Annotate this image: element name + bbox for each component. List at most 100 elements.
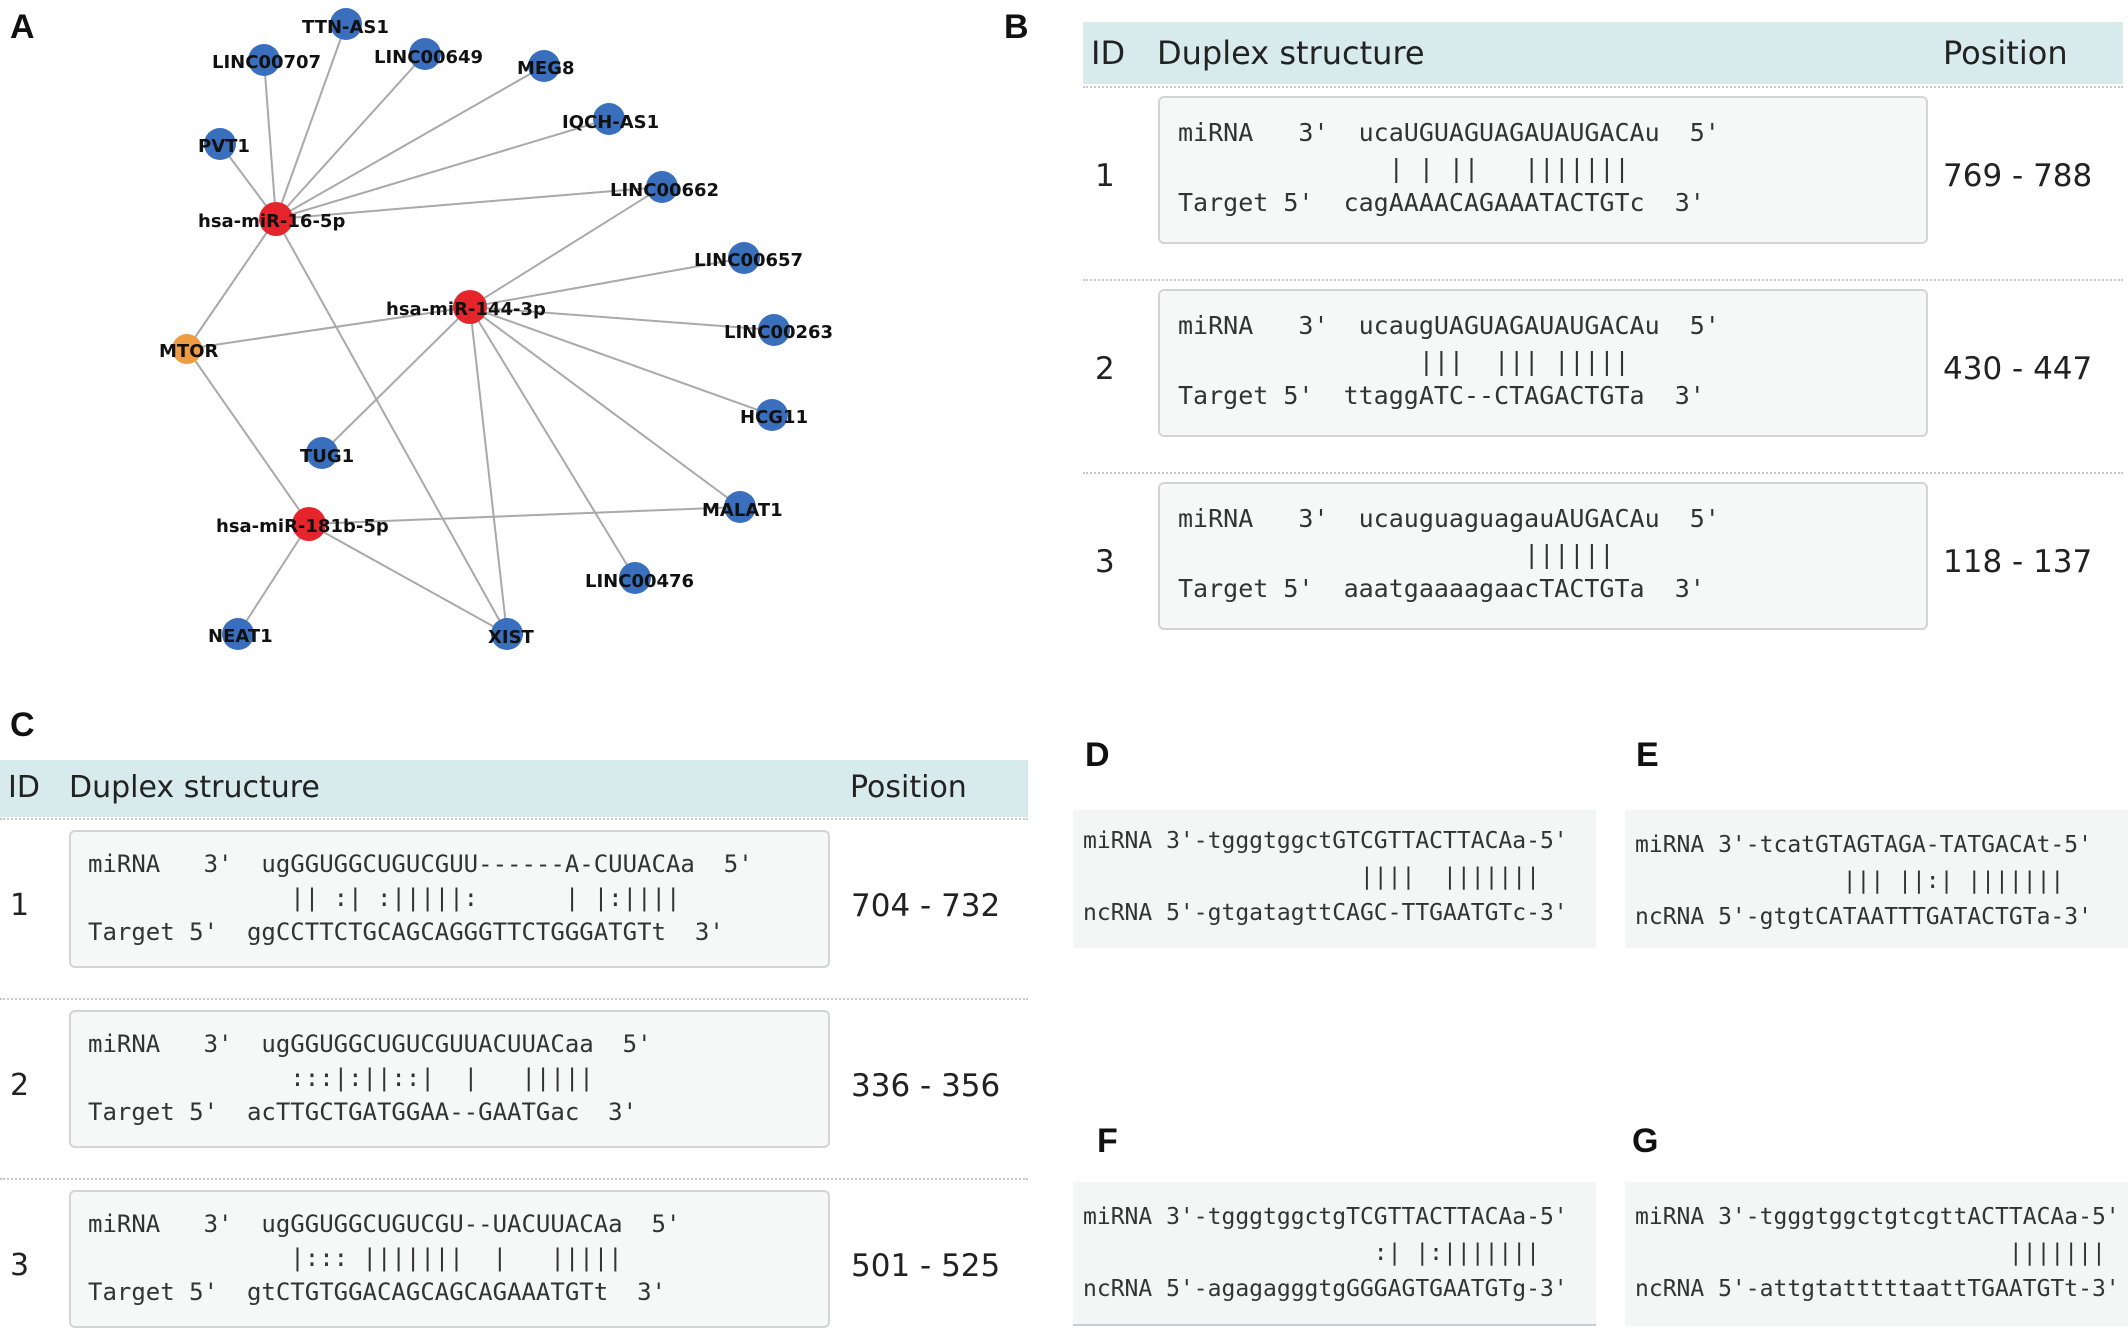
network-node-lncrna (756, 399, 788, 431)
network-node-lncrna (758, 314, 790, 346)
pairing-line: ||| ||| ||||| (1178, 347, 1630, 376)
network-node-label: LINC00657 (694, 250, 803, 271)
header-position: Position (850, 770, 967, 805)
target-sequence: Target 5' aaatgaaaagaacTACTGTa 3' (1178, 574, 1705, 603)
mirna-sequence: miRNA 3'-tgggtggctGTCGTTACTTACAa-5' (1083, 828, 1568, 854)
row-separator (1083, 86, 2123, 88)
network-node-label: LINC00662 (610, 180, 719, 201)
row-id: 2 (10, 1068, 30, 1103)
row-id: 1 (10, 888, 30, 923)
target-sequence: Target 5' ttaggATC--CTAGACTGTa 3' (1178, 381, 1705, 410)
row-position: 430 - 447 (1943, 351, 2093, 387)
duplex-box: miRNA 3' ugGGUGGCUGUCGU--UACUUACAa 5' |:… (69, 1190, 830, 1328)
duplex-box: miRNA 3' ucauguaguagauAUGACAu 5' ||||||T… (1158, 482, 1928, 630)
network-edge (469, 306, 775, 331)
mirna-sequence: miRNA 3' ugGGUGGCUGUCGUUACUUACaa 5' (88, 1030, 652, 1058)
network-edge (186, 348, 310, 525)
network-node-lncrna (204, 128, 236, 160)
row-separator (0, 818, 1028, 820)
row-separator (0, 998, 1028, 1000)
network-edge (469, 306, 741, 508)
panel-label-g: G (1632, 1122, 1659, 1160)
mirna-sequence: miRNA 3'-tcatGTAGTAGA-TATGACAt-5' (1635, 832, 2092, 858)
network-edge (469, 306, 508, 635)
row-id: 3 (1095, 544, 1115, 580)
duplex-panel-g: miRNA 3'-tgggtggctgtcgttACTTACAa-5' ||||… (1625, 1182, 2128, 1326)
network-node-label: PVT1 (198, 136, 250, 157)
network-edge (275, 186, 663, 220)
network-edge (308, 523, 508, 635)
panel-label-d: D (1085, 736, 1110, 774)
target-sequence: Target 5' acTTGCTGATGGAA--GAATGac 3' (88, 1098, 638, 1126)
target-sequence: Target 5' ggCCTTCTGCAGCAGGGTTCTGGGATGTt … (88, 918, 724, 946)
network-edge (186, 306, 471, 350)
network-node-lncrna (528, 50, 560, 82)
network-node-label: MALAT1 (702, 500, 783, 521)
header-id: ID (1091, 34, 1126, 72)
network-edges (186, 23, 775, 635)
mirna-sequence: miRNA 3'-tgggtggctgtcgttACTTACAa-5' (1635, 1204, 2120, 1230)
row-separator (1083, 472, 2123, 474)
panel-label-c: C (10, 706, 35, 744)
network-node-lncrna (619, 562, 651, 594)
header-duplex: Duplex structure (1157, 34, 1425, 72)
network-edge (275, 53, 426, 220)
network-edge (469, 257, 745, 308)
network-node-label: hsa-miR-181b-5p (216, 516, 389, 537)
panel-label-f: F (1097, 1122, 1118, 1160)
network-node-label: NEAT1 (208, 626, 273, 647)
pairing-line: |||| ||||||| (1083, 864, 1540, 890)
network-edge (186, 218, 277, 350)
network-node-lncrna (728, 242, 760, 274)
network-edge (275, 218, 508, 635)
mirna-sequence: miRNA 3' ucaugUAGUAGAUAUGACAu 5' (1178, 311, 1720, 340)
network-node-mirna (292, 507, 326, 541)
network-node-mirna (259, 202, 293, 236)
network-node-label: LINC00649 (374, 47, 483, 68)
mirna-sequence: miRNA 3' ugGGUGGCUGUCGUU------A-CUUACAa … (88, 850, 753, 878)
network-node-label: LINC00263 (724, 322, 833, 343)
pairing-line: ||||||| (1635, 1240, 2106, 1266)
row-id: 2 (1095, 351, 1115, 387)
network-node-gene (172, 334, 202, 364)
network-node-label: hsa-miR-144-3p (386, 299, 546, 320)
mirna-sequence: miRNA 3'-tgggtggctgTCGTTACTTACAa-5' (1083, 1204, 1568, 1230)
mirna-sequence: miRNA 3' ucaUGUAGUAGAUAUGACAu 5' (1178, 118, 1720, 147)
network-edge (469, 186, 663, 308)
mirna-sequence: miRNA 3' ugGGUGGCUGUCGU--UACUUACAa 5' (88, 1210, 681, 1238)
ncrna-sequence: ncRNA 5'-attgtatttttaattTGAATGTt-3' (1635, 1276, 2120, 1302)
panel-label-b: B (1004, 8, 1029, 46)
duplex-panel-d: miRNA 3'-tgggtggctGTCGTTACTTACAa-5' ||||… (1073, 810, 1596, 948)
network-node-mirna (453, 290, 487, 324)
network-node-lncrna (248, 44, 280, 76)
network-node-label: LINC00476 (585, 571, 694, 592)
row-separator (0, 1178, 1028, 1180)
network-edge (275, 118, 610, 220)
network-node-lncrna (222, 618, 254, 650)
network-edge (237, 523, 310, 635)
duplex-box: miRNA 3' ugGGUGGCUGUCGUU------A-CUUACAa … (69, 830, 830, 968)
row-position: 769 - 788 (1943, 158, 2093, 194)
ncrna-sequence: ncRNA 5'-gtgtCATAATTTGATACTGTa-3' (1635, 904, 2092, 930)
pairing-line: |||||| (1178, 540, 1615, 569)
row-id: 3 (10, 1248, 30, 1283)
network-node-label: TTN-AS1 (302, 17, 389, 38)
network-node-lncrna (646, 171, 678, 203)
row-separator (1083, 279, 2123, 281)
pairing-line: || :| :|||||: | |:|||| (88, 884, 681, 912)
target-sequence: Target 5' cagAAAACAGAAATACTGTc 3' (1178, 188, 1705, 217)
ncrna-sequence: ncRNA 5'-gtgatagttCAGC-TTGAATGTc-3' (1083, 900, 1568, 926)
header-position: Position (1943, 34, 2068, 72)
duplex-panel-f: miRNA 3'-tgggtggctgTCGTTACTTACAa-5' :| |… (1073, 1182, 1596, 1326)
network-edge (263, 59, 277, 220)
pairing-line: :::|:||::| | ||||| (88, 1064, 594, 1092)
row-position: 704 - 732 (851, 888, 1001, 924)
pairing-line: ||| ||:| ||||||| (1635, 868, 2065, 894)
network-node-lncrna (593, 103, 625, 135)
duplex-box: miRNA 3' ucaugUAGUAGAUAUGACAu 5' ||| |||… (1158, 289, 1928, 437)
network-edge (308, 506, 741, 525)
pairing-line: |::: ||||||| | ||||| (88, 1244, 623, 1272)
network-node-label: LINC00707 (212, 52, 321, 73)
